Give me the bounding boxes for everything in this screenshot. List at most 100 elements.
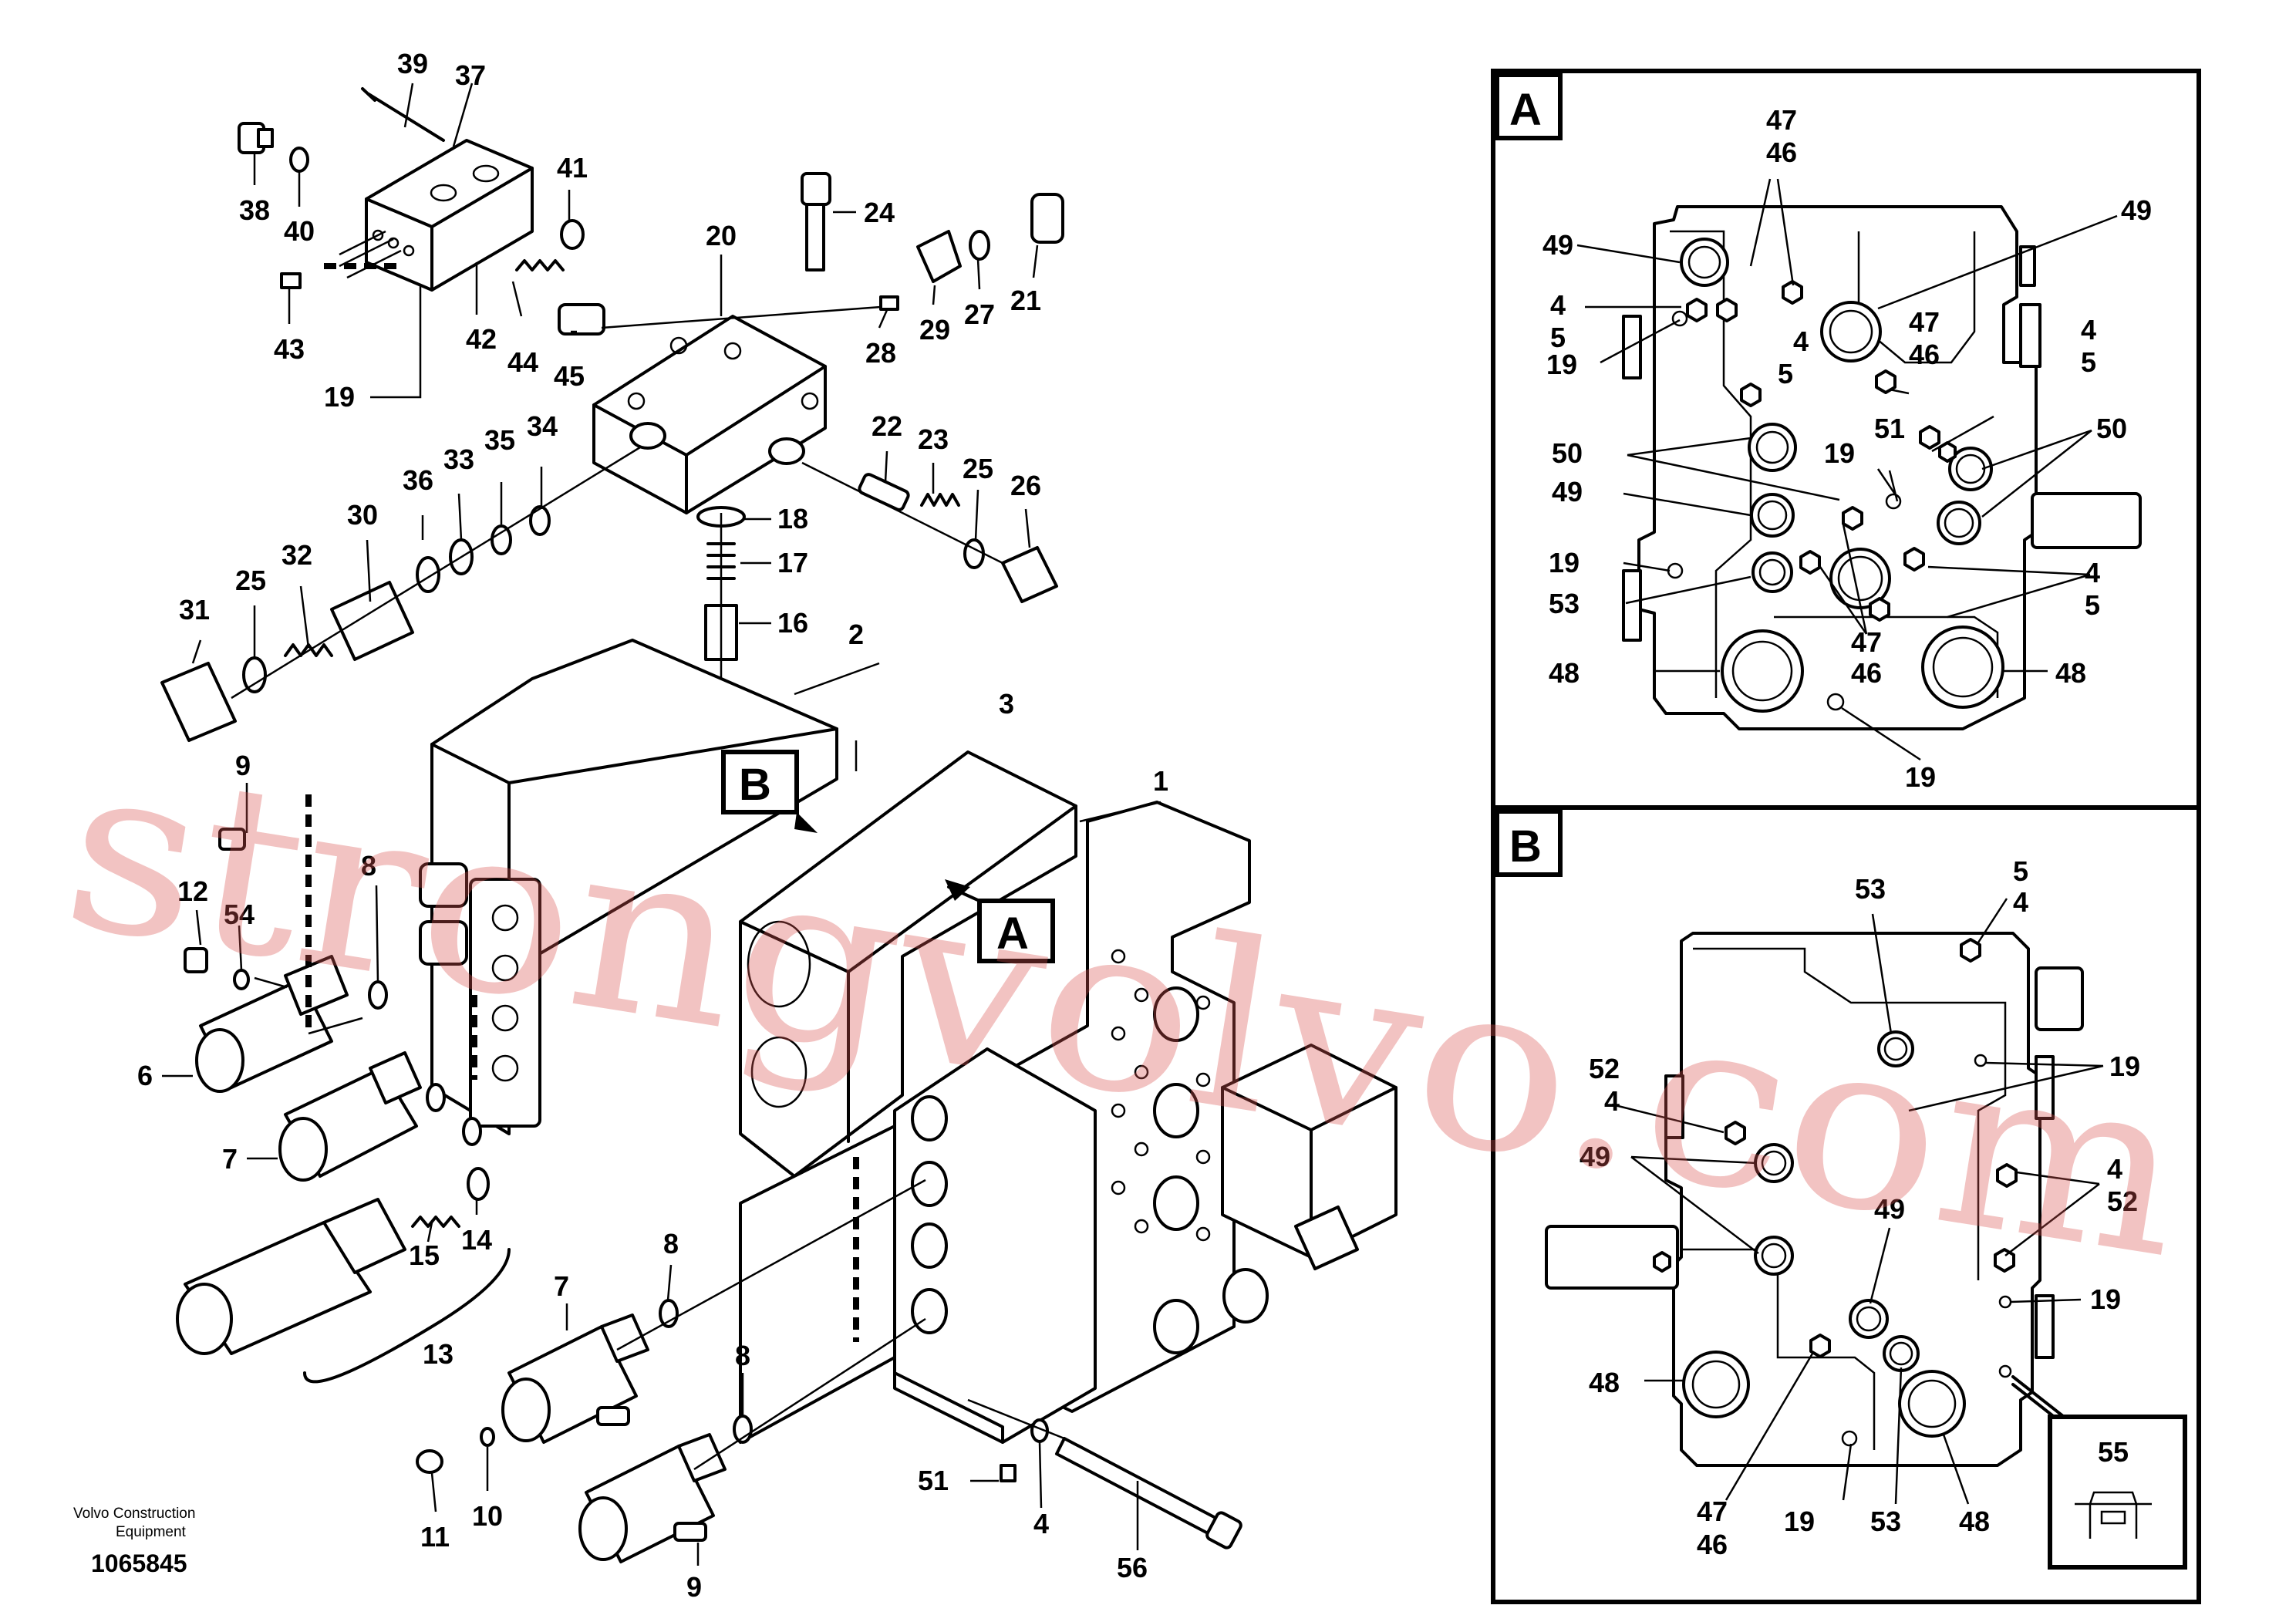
label-10: 10 [472,1500,503,1532]
label-37: 37 [455,59,486,91]
panel-b-label-19-bottom: 19 [1784,1506,1815,1537]
label-22: 22 [872,410,902,442]
company-name-line1: Volvo Construction [73,1506,195,1522]
panel-a-label-48-right: 48 [2055,657,2086,689]
panel-a-label-19-mid: 19 [1824,437,1855,469]
panel-a-label-19-left: 19 [1546,349,1577,380]
label-25-right: 25 [963,453,993,484]
label-38: 38 [239,194,270,226]
label-19-main: 19 [324,381,355,413]
document-number: 1065845 [91,1549,187,1577]
valve-block-20 [515,172,1064,603]
label-9-bottom: 9 [686,1571,702,1603]
panel-b-label-53-top: 53 [1855,873,1886,905]
panel-a-label-5-mid: 5 [1778,358,1793,389]
panel-a-label-50-right: 50 [2096,413,2127,444]
label-34: 34 [527,410,558,442]
panel-a-label-49-left: 49 [1542,229,1573,261]
main-valve-body [419,639,1397,1444]
panel-a-label-4-right: 4 [2081,314,2096,346]
panel-a-label-5-left: 5 [1550,322,1566,353]
label-43: 43 [274,333,305,365]
label-12: 12 [177,875,208,907]
label-17: 17 [777,547,808,578]
label-41: 41 [557,152,588,184]
panel-b-label-4-left: 4 [1604,1085,1620,1117]
label-54: 54 [224,899,255,930]
label-24: 24 [864,197,895,228]
label-3: 3 [999,688,1014,720]
label-44: 44 [507,346,538,378]
panel-a-label-5-right: 5 [2081,346,2096,378]
panel-b-label-19-top: 19 [2109,1050,2140,1082]
panel-b-label-49-left: 49 [1580,1141,1610,1172]
label-15: 15 [409,1239,440,1271]
caption: Volvo Construction Equipment 1065845 [73,1506,195,1577]
panel-a-label-46-mid: 46 [1909,339,1940,370]
label-39: 39 [397,48,428,79]
panel-a-label-4-mid: 4 [1793,325,1809,357]
label-18: 18 [777,503,808,534]
panel-a-label-46-low: 46 [1851,657,1882,689]
panel-a-label-49-right: 49 [2121,194,2152,226]
label-40: 40 [284,215,315,247]
panel-b-label-52-right: 52 [2107,1185,2138,1217]
label-42: 42 [466,323,497,355]
panel-a-label-53: 53 [1549,588,1580,619]
label-9-left: 9 [235,750,251,781]
panel-a-label-47-mid: 47 [1909,306,1940,338]
panel-b-label-53-bottom: 53 [1870,1506,1901,1537]
left-cartridge-stack [160,446,641,742]
label-1: 1 [1153,765,1168,797]
panel-a: A [1491,69,2201,810]
label-14: 14 [461,1224,492,1256]
leader-lines-main [162,83,1161,1566]
panel-a-label-4-low: 4 [2085,557,2100,588]
label-8-left: 8 [361,850,376,882]
label-7-bottom: 7 [554,1270,569,1302]
label-25-left: 25 [235,565,266,596]
label-8-mid: 8 [663,1228,679,1259]
label-11: 11 [420,1521,450,1553]
panel-b-label-48-bottom: 48 [1959,1506,1990,1537]
panel-b-label-48-left: 48 [1589,1367,1620,1398]
panel-a-label-4-left: 4 [1550,289,1566,321]
panel-a-label-49-mid: 49 [1552,476,1583,508]
panel-b: B 53 5 4 [1491,805,2201,1604]
label-16: 16 [777,607,808,639]
label-13: 13 [423,1338,453,1370]
panel-a-label-48-left: 48 [1549,657,1580,689]
label-6: 6 [137,1060,153,1091]
label-45: 45 [554,360,585,392]
label-31: 31 [179,594,210,626]
panel-a-label-47-low: 47 [1851,626,1882,658]
panel-b-label-49-mid: 49 [1874,1193,1905,1225]
panel-b-label-19-right: 19 [2090,1283,2121,1315]
solenoid-block-37 [238,87,585,292]
panel-b-label-4-top: 4 [2013,886,2028,918]
label-28: 28 [865,337,896,369]
panel-a-label-19-lower: 19 [1549,547,1580,578]
panel-a-label-46-top: 46 [1766,137,1797,168]
company-name-line2: Equipment [116,1524,187,1540]
callout-a-main: A [945,879,1055,963]
svg-text:B: B [739,760,771,810]
svg-text:A: A [1509,85,1542,135]
callout-b-main: B [721,750,818,833]
label-51-main: 51 [918,1465,949,1496]
label-27: 27 [964,298,995,330]
label-29: 29 [919,314,950,346]
label-26: 26 [1010,470,1041,501]
label-8-bottom: 8 [735,1340,750,1371]
label-2: 2 [848,619,864,650]
main-labels: 39 37 38 40 41 43 42 44 45 19 24 20 21 2… [137,48,1168,1603]
panel-b-label-4-right: 4 [2107,1153,2122,1185]
panel-b-label-47: 47 [1697,1496,1728,1527]
panel-b-label-52-left: 52 [1589,1053,1620,1084]
panel-a-label-5-low: 5 [2085,589,2100,621]
svg-text:B: B [1509,821,1542,872]
panel-b-label-5: 5 [2013,855,2028,887]
label-56: 56 [1117,1552,1148,1583]
label-33: 33 [443,443,474,475]
